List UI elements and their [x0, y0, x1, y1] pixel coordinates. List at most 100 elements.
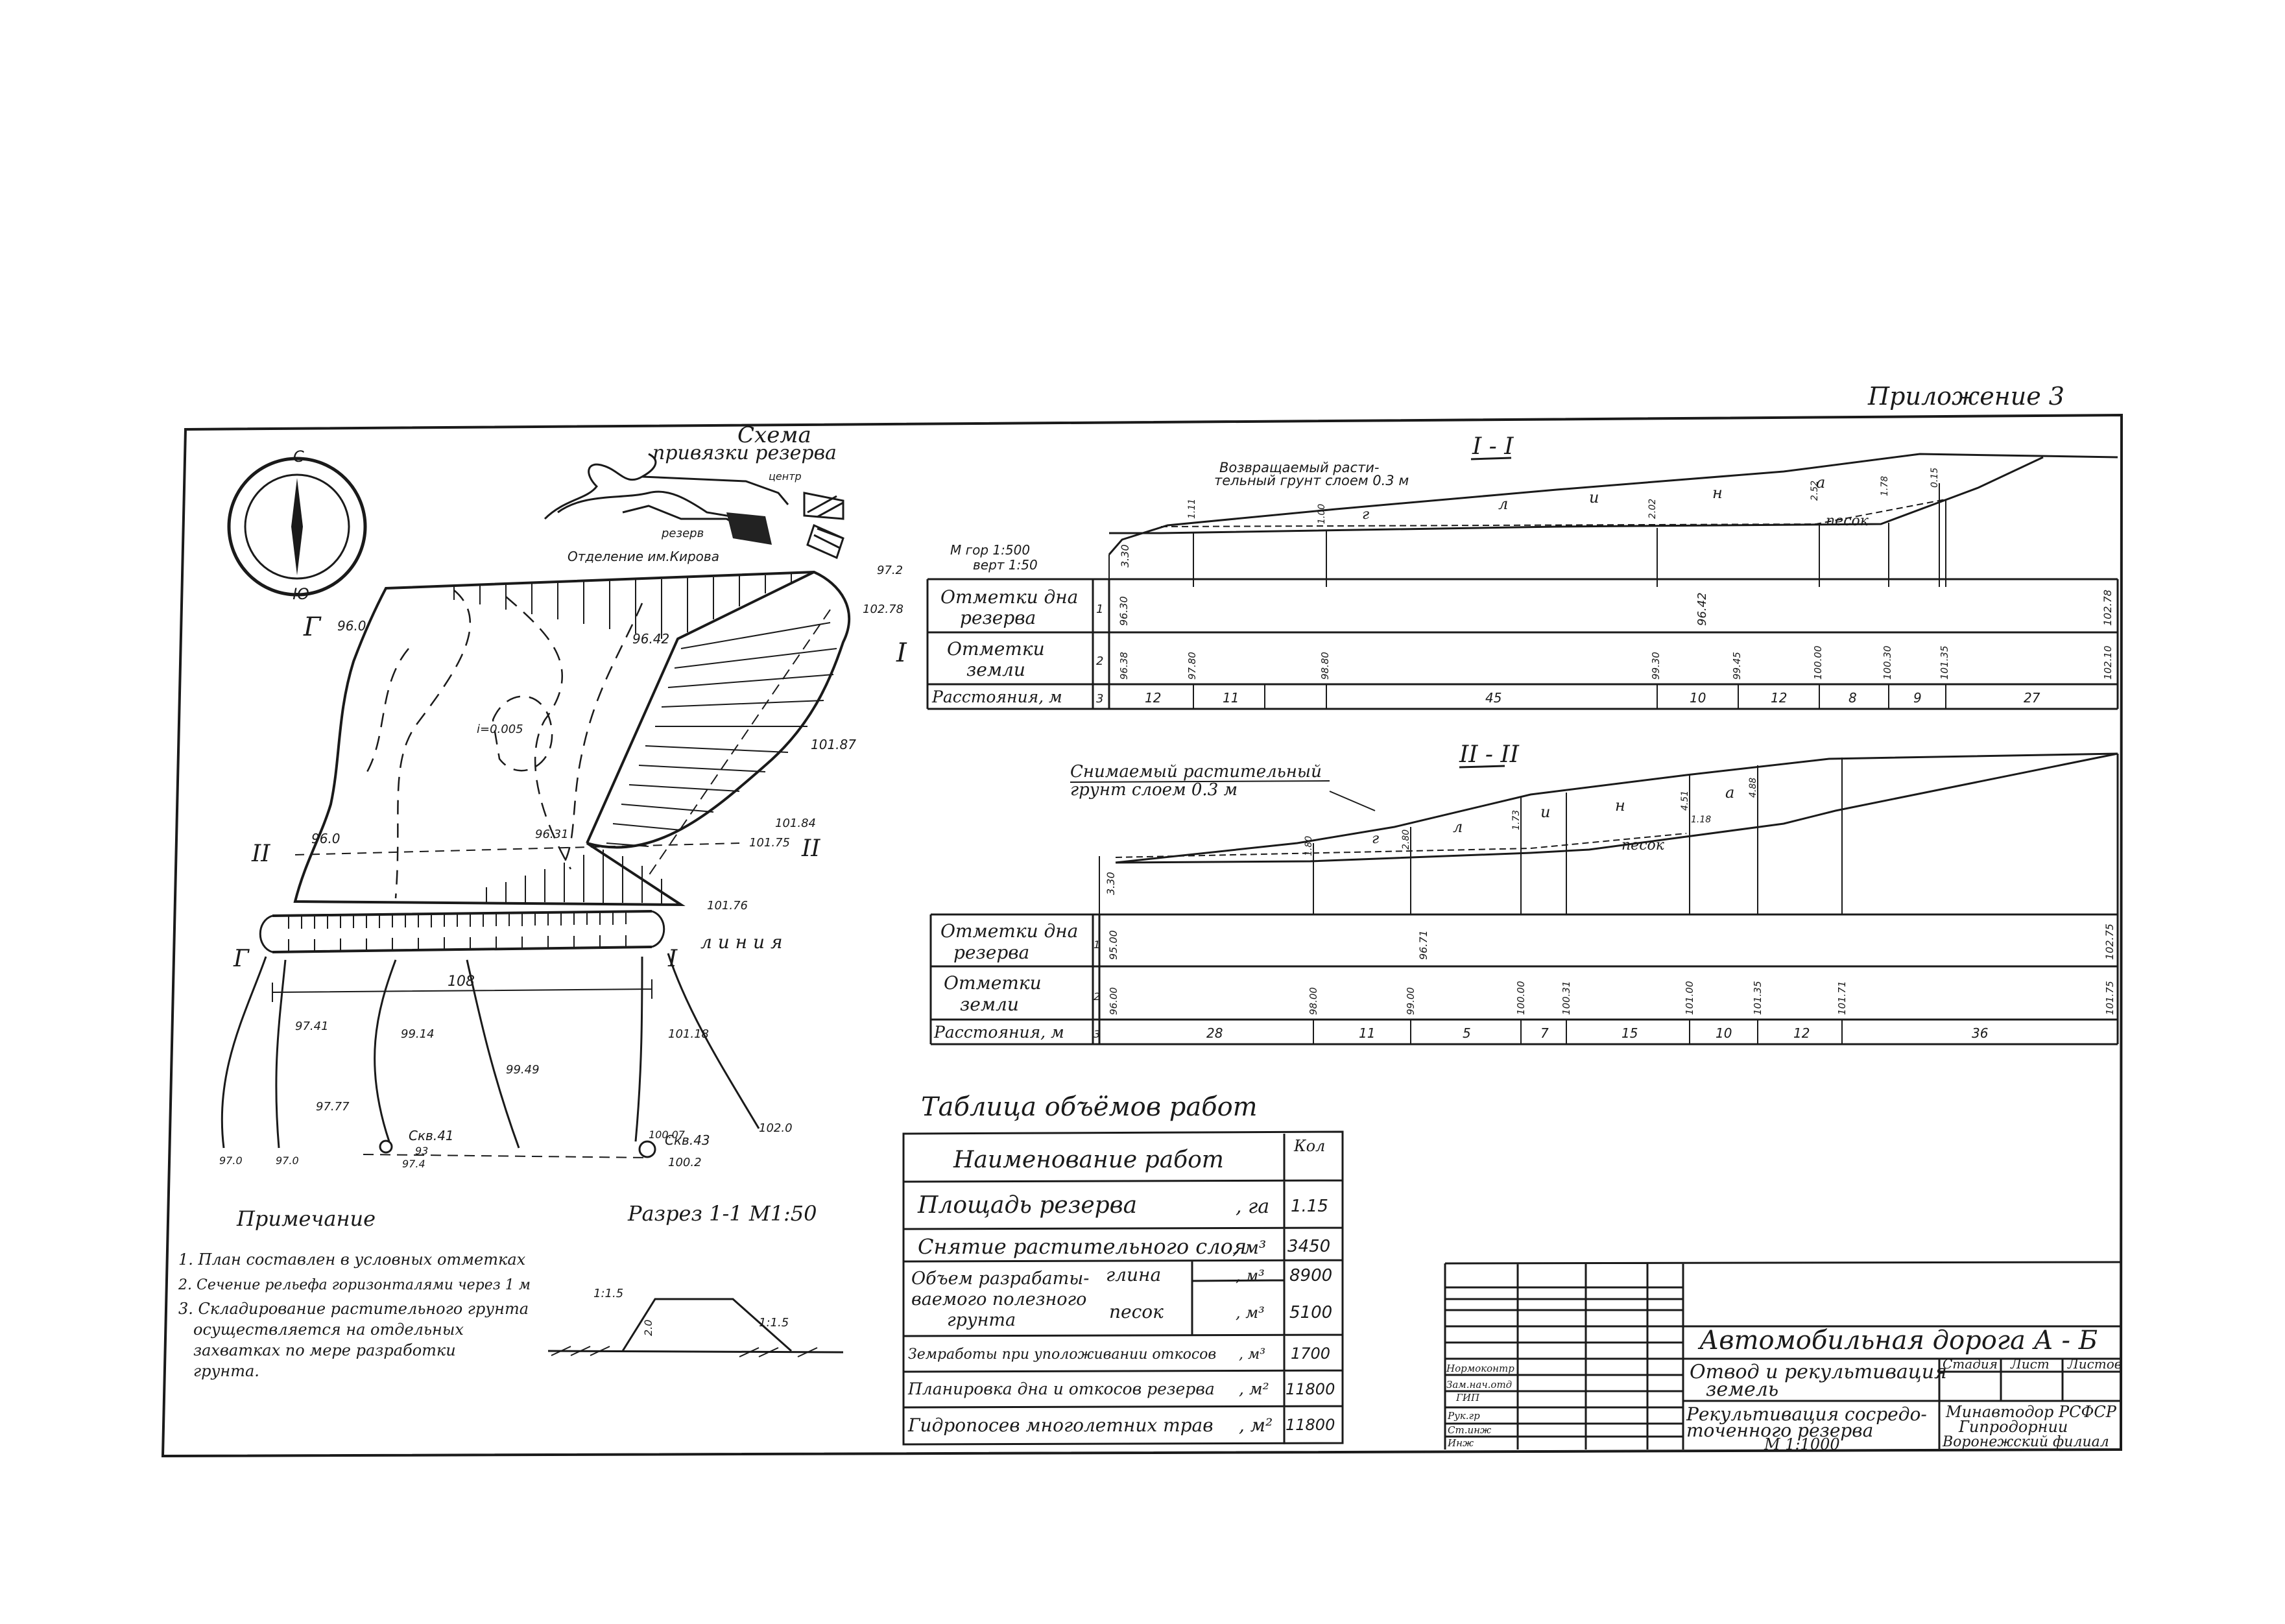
section-ii-ground-2: 98.00 — [1308, 987, 1319, 1015]
level-97-2: 97.2 — [877, 564, 903, 577]
section-i-row1-num: 1 — [1096, 603, 1103, 616]
works-row-3-sub-1-name: глина — [1106, 1264, 1161, 1285]
section-i-sand-line — [1160, 499, 1946, 527]
section-ii-dist-6: 10 — [1716, 1025, 1732, 1041]
well-41-icon — [379, 1140, 393, 1154]
works-row-6-name: Гидропосев многолетних трав — [907, 1415, 1214, 1436]
section-i-dist-4: 10 — [1690, 690, 1706, 706]
section-i: I - I Возвращаемый расти- тельный грунт … — [926, 433, 2119, 710]
section-ii-ground-5: 100.31 — [1561, 981, 1572, 1016]
section-i-ground-7: 100.30 — [1882, 646, 1893, 680]
title-block: Автомобильная дорога А - Б Отвод и рекул… — [1444, 1261, 2122, 1453]
section-i-scale-v: верт 1:50 — [973, 557, 1038, 573]
section-i-table-lines — [926, 578, 2119, 710]
svg-text:Ю: Ю — [293, 585, 309, 603]
section-i-ground-1: 96.38 — [1118, 652, 1130, 680]
section-i-ground-5: 99.45 — [1731, 652, 1743, 680]
title-role-5: Ст.инж — [1448, 1424, 1491, 1436]
works-row-5-qty: 11800 — [1286, 1380, 1335, 1398]
section-ii: II - II Снимаемый растительный грунт сло… — [929, 741, 2119, 1045]
cut-height: 2.0 — [642, 1320, 654, 1336]
well-41-label: Скв.41 — [409, 1128, 454, 1143]
hatch-boundary — [586, 571, 815, 844]
note-2: 2. Сечение рельефа горизонталями через 1… — [178, 1277, 531, 1293]
works-row-2-unit: , м³ — [1232, 1237, 1266, 1258]
note-3-cont-3: грунта. — [193, 1362, 259, 1380]
dimension-line-108 — [272, 979, 652, 1002]
section-ii-row3-num: 3 — [1094, 1028, 1100, 1040]
sheet-frame — [161, 413, 2123, 1458]
section-ii-bottom-mark-3: 102.75 — [2103, 924, 2116, 960]
title-org-3: Воронежский филиал — [1942, 1434, 2109, 1450]
section-ii-dist-ticks — [1313, 1020, 1843, 1044]
terrain-contours — [221, 953, 760, 1149]
scheme-branch-label: Отделение им.Кирова — [568, 549, 719, 564]
section-i-ground-3: 98.80 — [1319, 652, 1331, 680]
section-ii-note-2: грунт слоем 0.3 м — [1070, 780, 1238, 800]
works-row-3-sub-2-name: песок — [1109, 1301, 1164, 1322]
section-ii-sand: песок — [1621, 837, 1665, 854]
scheme-subtitle: привязки резерва — [652, 442, 837, 464]
section-i-dist-6: 8 — [1848, 690, 1857, 706]
note-3-cont-1: осуществляется на отдельных — [193, 1320, 464, 1339]
title-role-4: Рук.гр — [1447, 1410, 1480, 1422]
section-i-bottom-mark-3: 102.78 — [2101, 590, 2114, 626]
section-i-note-1: Возвращаемый расти- — [1219, 460, 1380, 475]
section-i-row1-label-b: резерва — [960, 607, 1036, 628]
section-ii-table-lines — [929, 754, 2119, 1045]
section-ii-row1-label-b: резерва — [953, 942, 1029, 963]
section-i-depth-4: 2.02 — [1647, 499, 1658, 519]
section-i-row1-label-a: Отметки дна — [940, 586, 1078, 608]
contour-97-0-b: 97.0 — [276, 1154, 299, 1167]
level-101-87: 101.87 — [811, 737, 856, 752]
works-row-4-name: Земработы при уположивании откосов — [908, 1346, 1216, 1363]
section-i-row2-label-a: Отметки — [947, 638, 1045, 660]
works-row-3-line-2: ваемого полезного — [911, 1289, 1086, 1309]
section-ii-row2-label-a: Отметки — [944, 972, 1042, 994]
level-96-0-top: 96.0 — [337, 618, 366, 634]
section-ii-depth-2: 1.80 — [1304, 836, 1314, 856]
works-row-2-name: Снятие растительного слоя — [918, 1234, 1247, 1259]
line-label: л и н и я — [700, 931, 782, 953]
section-i-depth-1: 3.30 — [1119, 544, 1131, 567]
works-row-3-sub-1-unit: , м³ — [1236, 1267, 1265, 1285]
title-drawing-1: Рекультивация сосредо- — [1686, 1403, 1927, 1425]
section-i-depth-3: 1.00 — [1317, 504, 1327, 524]
level-102-78: 102.78 — [863, 603, 903, 616]
title-org-2: Гипродорнии — [1958, 1418, 2068, 1436]
level-97-77: 97.77 — [316, 1100, 350, 1114]
well-43-den: 100.2 — [668, 1156, 702, 1169]
title-stage-header: Стадия — [1943, 1356, 1998, 1372]
level-99-14: 99.14 — [401, 1027, 435, 1041]
plan-section-line-ii — [294, 842, 740, 855]
well-43-num: 100.07 — [649, 1128, 686, 1141]
section-ii-letter-2: л — [1453, 818, 1463, 836]
section-ii-dist-8: 36 — [1972, 1025, 1988, 1041]
section-ii-row1-label-a: Отметки дна — [940, 920, 1078, 942]
section-i-dist-3: 45 — [1485, 690, 1501, 706]
section-ii-ground-6: 101.00 — [1684, 981, 1695, 1016]
section-ii-depth-1: 3.30 — [1105, 872, 1117, 895]
cut-slope-right: 1:1.5 — [759, 1316, 789, 1330]
section-i-dist-7: 9 — [1913, 690, 1922, 706]
level-102-0: 102.0 — [759, 1121, 793, 1135]
section-ii-dist-1: 28 — [1206, 1025, 1223, 1041]
works-row-1-name: Площадь резерва — [917, 1192, 1137, 1219]
section-i-depth-6: 1.78 — [1880, 476, 1890, 496]
section-i-row2-label-b: земли — [966, 659, 1025, 680]
section-ii-letter-5: а — [1725, 783, 1734, 802]
level-101-76: 101.76 — [707, 899, 748, 913]
section-ii-ground-7: 101.35 — [1752, 981, 1764, 1016]
marker-i-right: I — [896, 638, 907, 668]
marker-i-cut-right: I — [667, 946, 678, 972]
title-role-3: ГИП — [1455, 1392, 1480, 1403]
section-ii-dist-2: 11 — [1359, 1025, 1375, 1041]
section-i-ground-4: 99.30 — [1650, 652, 1662, 680]
fence-ticks — [288, 911, 627, 952]
contour-97-0-a: 97.0 — [219, 1154, 243, 1167]
section-ii-depth-6: 4.88 — [1748, 778, 1758, 798]
works-table-grid — [902, 1130, 1344, 1446]
works-row-1-unit: , га — [1236, 1195, 1269, 1218]
section-ii-row2-num: 2 — [1094, 990, 1100, 1003]
